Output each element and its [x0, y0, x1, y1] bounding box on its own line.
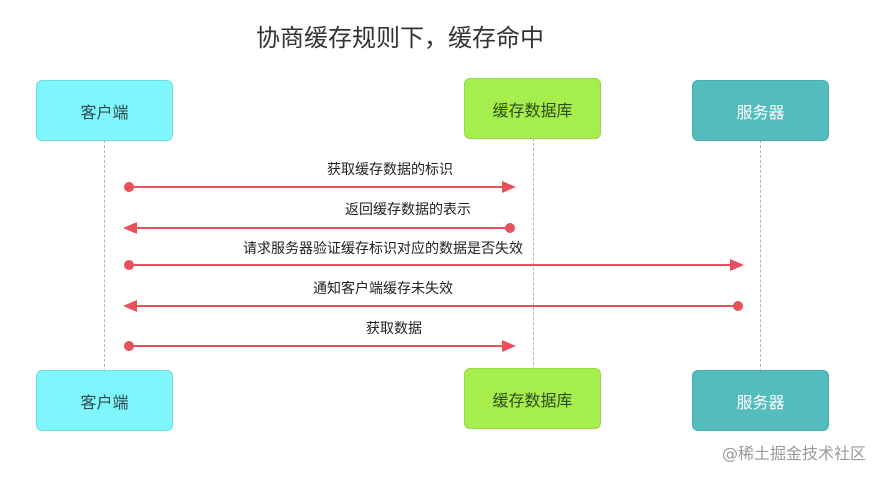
- server-label: 服务器: [736, 102, 785, 122]
- cache-label: 缓存数据库: [492, 100, 573, 120]
- watermark: @稀土掘金技术社区: [721, 444, 866, 463]
- client-box-top: 客户端: [36, 80, 173, 141]
- cache-box-bottom: 缓存数据库: [464, 368, 601, 429]
- client-label: 客户端: [80, 102, 129, 122]
- server-box-top: 服务器: [692, 80, 829, 141]
- server-box-bottom: 服务器: [692, 370, 829, 431]
- message-4-label: 通知客户端缓存未失效: [313, 281, 453, 297]
- server-lifeline: [760, 140, 761, 372]
- client-lifeline: [104, 140, 105, 372]
- diagram-title: 协商缓存规则下，缓存命中: [256, 24, 544, 52]
- cache-label: 缓存数据库: [492, 390, 573, 410]
- message-5-label: 获取数据: [366, 321, 422, 337]
- client-label: 客户端: [80, 392, 129, 412]
- message-2-label: 返回缓存数据的表示: [345, 202, 471, 218]
- server-label: 服务器: [736, 392, 785, 412]
- client-box-bottom: 客户端: [36, 370, 173, 431]
- cache-box-top: 缓存数据库: [464, 78, 601, 139]
- message-3-label: 请求服务器验证缓存标识对应的数据是否失效: [243, 241, 523, 257]
- cache-lifeline: [533, 138, 534, 370]
- message-1-label: 获取缓存数据的标识: [327, 162, 453, 178]
